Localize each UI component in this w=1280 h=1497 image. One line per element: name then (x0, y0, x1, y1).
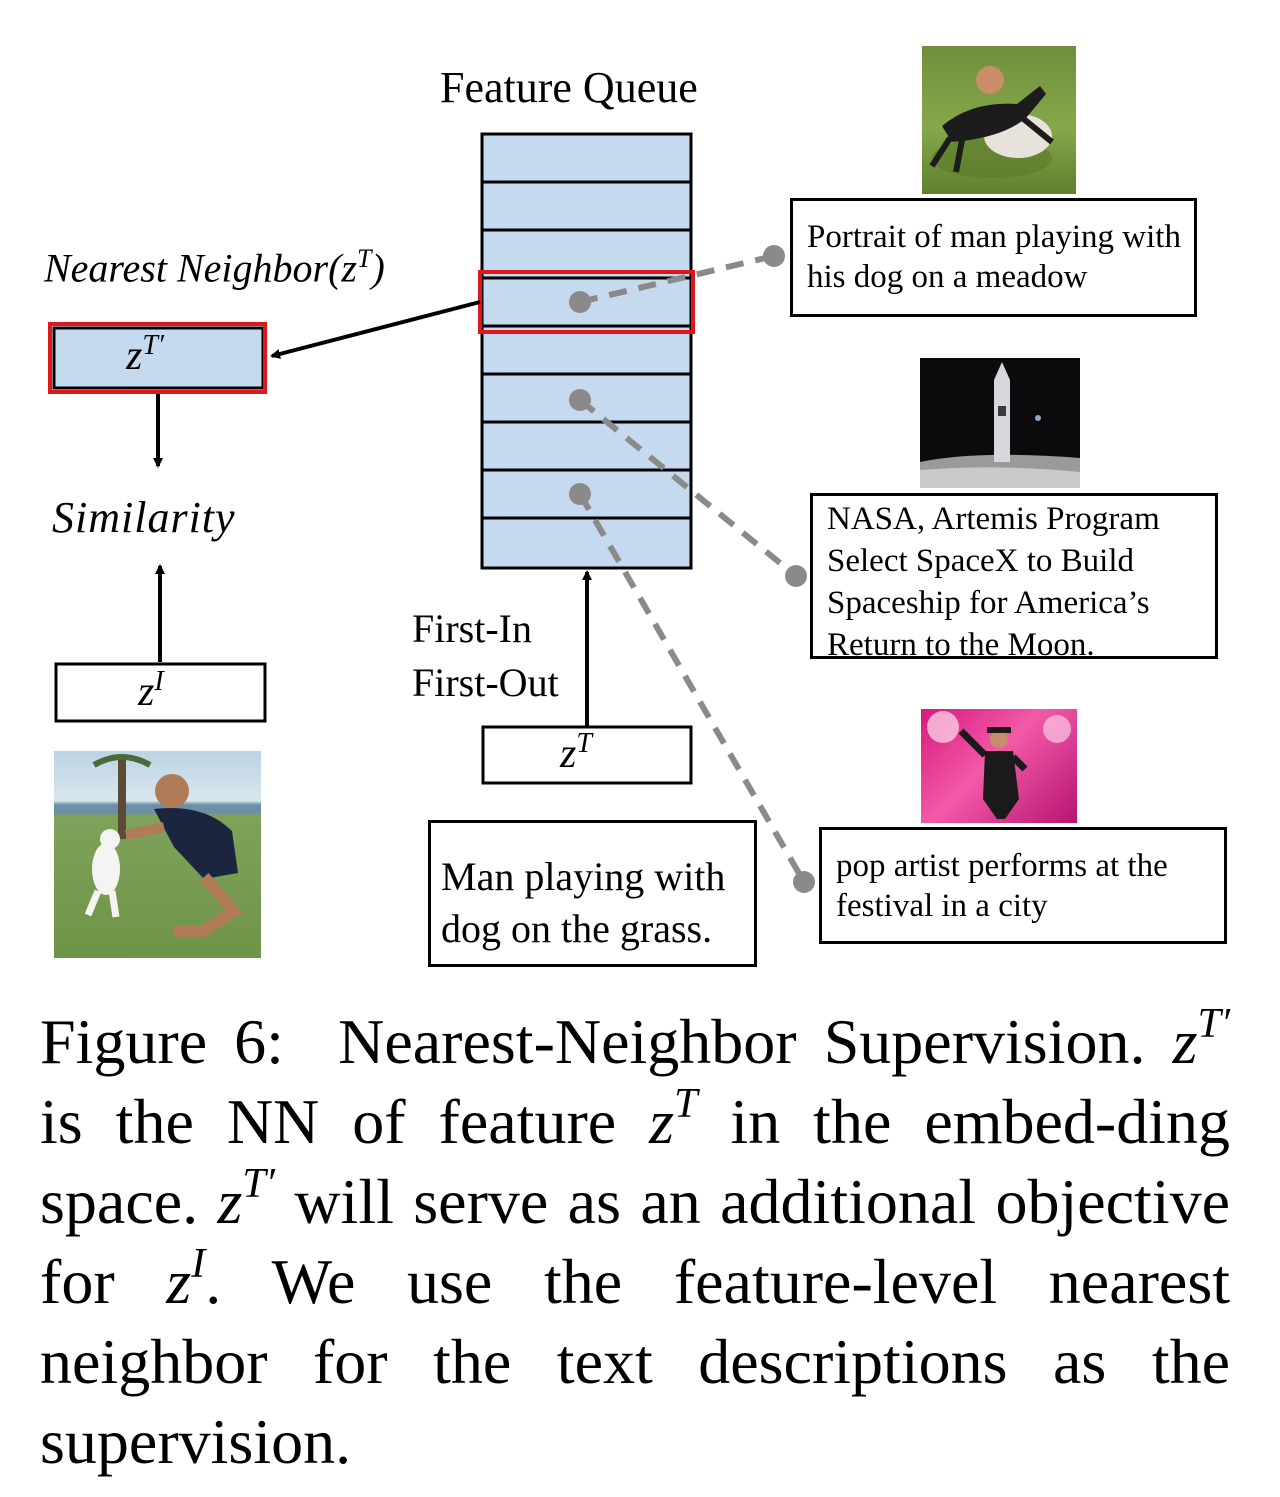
input-text-box: Man playing with dog on the grass. (428, 820, 757, 967)
zt-prime-base: z (126, 333, 143, 379)
fifo-line-1: First-In (412, 606, 532, 651)
caption-text-4: . We use the feature-level nearest neigh… (40, 1246, 1231, 1477)
caption-box-1: Portrait of man playing with his dog on … (790, 198, 1197, 317)
fifo-label: First-In First-Out (412, 602, 559, 710)
figure-diagram: Feature Queue Nearest Neighbor(zT) zT′ S… (44, 46, 1227, 967)
caption-var-zi: zI (166, 1241, 206, 1317)
zt-prime-label: zT′ (126, 330, 164, 380)
zi-base: z (138, 669, 155, 715)
zt-label: zT (560, 728, 592, 778)
feature-dot (569, 291, 591, 313)
caption-dot (785, 565, 807, 587)
zt-sup: T (576, 728, 592, 759)
nn-label-sup: T (356, 244, 372, 273)
caption-var-zt-prime-2: zT′ (217, 1161, 275, 1237)
caption-text-1: is the NN of feature (40, 1086, 617, 1157)
nn-label-var: z (341, 245, 357, 291)
photo-man-with-cat-art (84, 754, 244, 937)
fifo-line-2: First-Out (412, 660, 559, 705)
nearest-neighbor-arrow (270, 300, 481, 359)
similarity-label: Similarity (52, 493, 236, 542)
photo-man-with-cat (54, 751, 261, 958)
figure-caption: Figure 6: Nearest-Neighbor Supervision. … (40, 1002, 1230, 1482)
figure-label: Figure 6: (40, 1006, 284, 1077)
dashed-link-3 (577, 492, 807, 884)
photo-pop-artist-art (927, 711, 1071, 819)
dashed-link-2 (578, 397, 798, 579)
caption-var-zt-prime: zT′ (1172, 1001, 1231, 1077)
zi-label: zI (138, 666, 164, 716)
figure-title: Nearest-Neighbor Supervision. (338, 1006, 1146, 1077)
zt-prime-sup: T′ (142, 330, 165, 361)
caption-dot (763, 245, 785, 267)
photo-spaceship-moon-art (920, 362, 1080, 488)
zt-box (481, 725, 693, 785)
nn-label-text: Nearest Neighbor( (44, 245, 342, 291)
caption-box-2: NASA, Artemis Program Select SpaceX to B… (810, 493, 1218, 663)
zi-box (54, 662, 267, 723)
caption-box-3: pop artist performs at the festival in a… (819, 827, 1227, 944)
caption-dot (793, 871, 815, 893)
caption-var-zt: zT (649, 1081, 698, 1157)
zt-base: z (560, 731, 577, 777)
dashed-link-1 (579, 253, 775, 305)
dashed-links (569, 245, 815, 893)
photo-man-with-dog-art (929, 66, 1054, 178)
feature-dot (569, 389, 591, 411)
zt-prime-highlight (48, 322, 267, 394)
zi-sup: I (154, 666, 164, 697)
queue-title: Feature Queue (440, 63, 698, 112)
caption-text-2: in the embed-ding space. (40, 1086, 1231, 1237)
feature-dot (569, 483, 591, 505)
connector-layer (48, 132, 815, 893)
photo-pop-artist (921, 709, 1077, 823)
photo-man-with-dog (922, 46, 1076, 194)
nearest-neighbor-label: Nearest Neighbor(zT) (44, 244, 385, 291)
nn-label-close: ) (371, 245, 385, 291)
caption-text-3: will serve as an additional objective fo… (40, 1166, 1231, 1317)
photo-spaceship-moon (920, 358, 1080, 488)
